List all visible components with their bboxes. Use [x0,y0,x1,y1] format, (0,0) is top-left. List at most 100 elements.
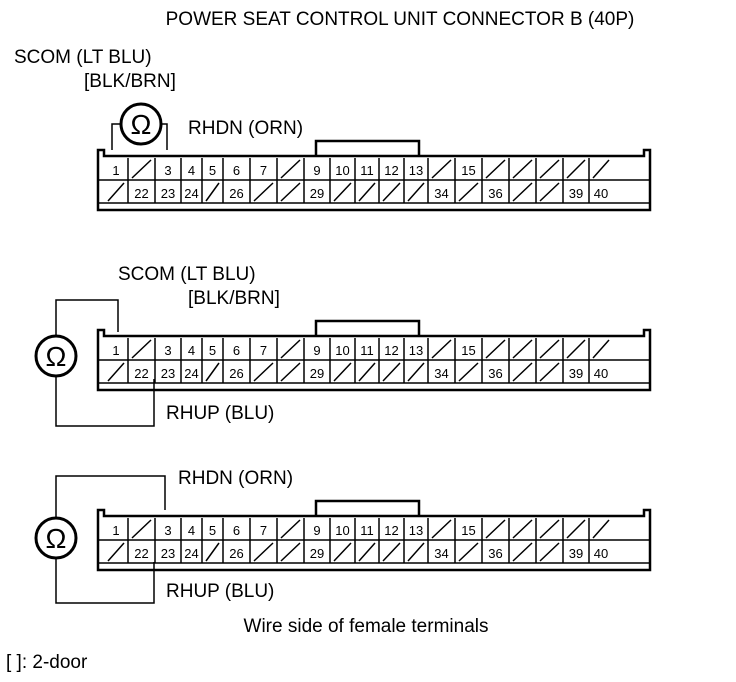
pin-label: 24 [184,186,198,201]
empty-cavity-slash [333,182,352,202]
pin-label: 5 [209,343,216,358]
pin-label: 29 [310,186,324,201]
pin-label: 1 [112,523,119,538]
pin-label: 13 [409,343,423,358]
pin-label: 23 [161,366,175,381]
empty-cavity-slash [205,182,220,202]
pin-label: 39 [569,186,583,201]
connector-lock-tab [314,319,421,335]
pin-label: 11 [360,523,374,538]
test-2-probe-leads [55,299,155,427]
pin-label: 10 [335,163,349,178]
empty-cavity-slash [107,182,125,202]
empty-cavity-slash [280,519,301,539]
pin-label: 11 [360,163,374,178]
test-1-rhdn-label: RHDN (ORN) [188,118,303,139]
pin-label: 12 [384,163,398,178]
pin-label: 26 [229,366,243,381]
empty-cavity-slash [407,542,425,562]
empty-cavity-slash [205,542,220,562]
empty-cavity-slash [431,519,452,539]
empty-cavity-slash [485,339,506,359]
empty-cavity-slash [512,159,533,179]
pin-label: 22 [134,366,148,381]
pin-label: 39 [569,546,583,561]
connector-housing [96,508,652,572]
pin-label: 11 [360,343,374,358]
test-3-probe-leads [55,475,166,604]
pin-label: 40 [594,546,608,561]
empty-cavity-slash [382,362,401,382]
pin-label: 26 [229,546,243,561]
test-1-scom-label: SCOM (LT BLU) [14,47,152,68]
pin-label: 40 [594,366,608,381]
empty-cavity-slash [566,519,586,539]
empty-cavity-slash [333,362,352,382]
pin-label: 36 [488,546,502,561]
empty-cavity-slash [485,519,506,539]
pin-label: 22 [134,186,148,201]
empty-cavity-slash [512,339,533,359]
pin-label: 3 [164,163,171,178]
empty-cavity-slash [382,542,401,562]
pin-label: 4 [188,523,195,538]
wire-side-note: Wire side of female terminals [244,616,489,637]
empty-cavity-slash [407,362,425,382]
pin-label: 9 [313,163,320,178]
pin-label: 15 [461,163,475,178]
pin-label: 23 [161,546,175,561]
pin-label: 34 [434,366,448,381]
two-door-legend: [ ]: 2-door [6,652,88,673]
pin-label: 29 [310,546,324,561]
empty-cavity-slash [539,519,560,539]
connector-lock-tab [314,499,421,515]
empty-cavity-slash [131,339,152,359]
pin-label: 12 [384,343,398,358]
pin-label: 34 [434,546,448,561]
pin-label: 7 [260,163,267,178]
empty-cavity-slash [280,542,301,562]
empty-cavity-slash [539,542,560,562]
empty-cavity-slash [131,519,152,539]
pin-label: 5 [209,523,216,538]
ohm-symbol-2: Ω [46,341,67,372]
empty-cavity-slash [458,542,479,562]
empty-cavity-slash [592,339,610,359]
pin-label: 1 [112,163,119,178]
pin-label: 24 [184,366,198,381]
test-1-color-label: [BLK/BRN] [84,71,176,92]
pin-label: 6 [233,343,240,358]
connector-housing [96,328,652,392]
pin-label: 4 [188,163,195,178]
empty-cavity-slash [253,182,274,202]
pin-label: 6 [233,523,240,538]
empty-cavity-slash [107,362,125,382]
pin-label: 5 [209,163,216,178]
empty-cavity-slash [592,519,610,539]
empty-cavity-slash [280,159,301,179]
empty-cavity-slash [107,542,125,562]
pin-label: 36 [488,366,502,381]
pin-label: 34 [434,186,448,201]
diagram-title: POWER SEAT CONTROL UNIT CONNECTOR B (40P… [166,9,635,30]
empty-cavity-slash [333,542,352,562]
ohmmeter-1-icon [119,102,163,146]
pin-label: 12 [384,523,398,538]
pin-label: 29 [310,366,324,381]
empty-cavity-slash [512,519,533,539]
empty-cavity-slash [280,182,301,202]
empty-cavity-slash [512,362,533,382]
pin-label: 9 [313,343,320,358]
ohm-symbol-3: Ω [46,523,67,554]
pin-label: 13 [409,523,423,538]
empty-cavity-slash [539,362,560,382]
connector-lock-tab [314,139,421,155]
test-2-rhup-label: RHUP (BLU) [166,403,274,424]
empty-cavity-slash [407,182,425,202]
